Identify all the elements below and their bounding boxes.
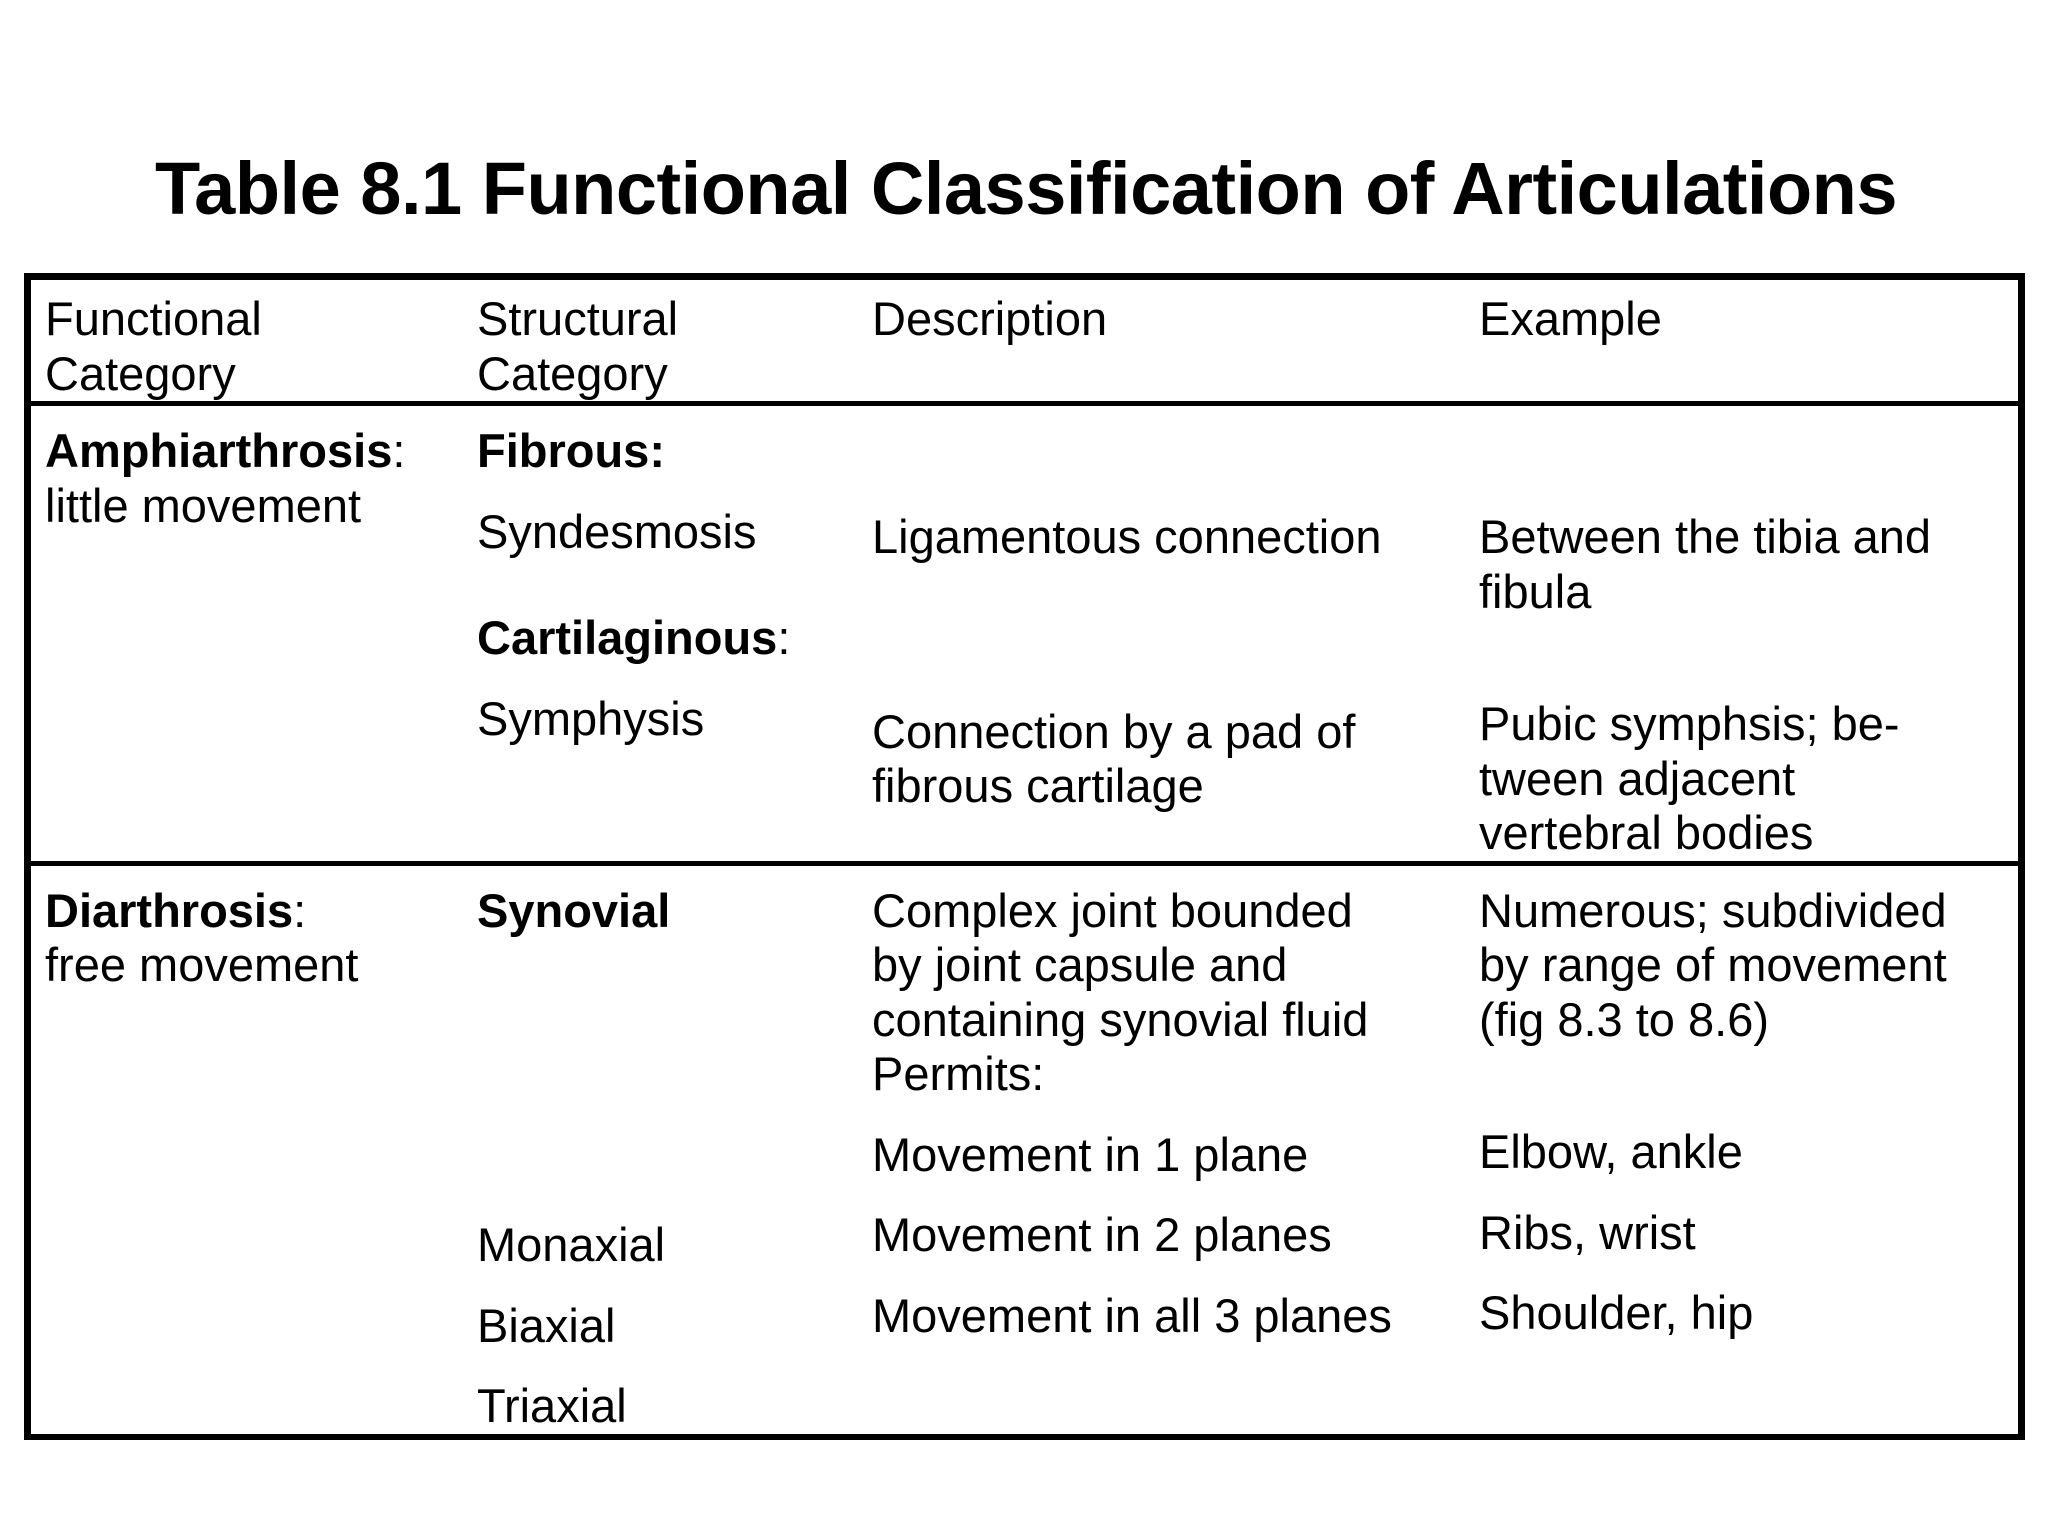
example-syndesmosis-line2: fibula: [1479, 564, 1592, 618]
header-functional-line2: Category: [45, 346, 236, 400]
description-movement-triaxial: Movement in all 3 planes: [872, 1288, 1392, 1342]
structural-group-cartilaginous-text: Cartilaginous: [477, 611, 778, 665]
example-biaxial-joints: Ribs, wrist: [1479, 1205, 1696, 1259]
spacer: [872, 1182, 1465, 1208]
example-synovial-line1: Numerous; subdivided: [1479, 883, 1947, 937]
structural-axis-biaxial: Biaxial: [477, 1298, 616, 1352]
structural-axis-triaxial: Triaxial: [477, 1379, 627, 1433]
cell-functional-amphiarthrosis: Amphiarthrosis: little movement: [31, 403, 463, 866]
structural-axis-monaxial: Monaxial: [477, 1218, 666, 1272]
header-cell-example: Example: [1465, 280, 2018, 407]
description-synovial-line1: Complex joint bounded: [872, 883, 1353, 937]
cell-functional-diarthrosis: Diarthrosis: free movement: [31, 863, 463, 1434]
example-syndesmosis-line1: Between the tibia and: [1479, 510, 1932, 564]
structural-group-fibrous-label: Fibrous:: [477, 424, 665, 478]
spacer: [1479, 1180, 2018, 1206]
header-structural-line1: Structural: [477, 292, 679, 345]
spacer: [477, 1353, 858, 1379]
table-row-diarthrosis: Diarthrosis: free movement Synovial Mona…: [31, 863, 2018, 1434]
header-cell-description: Description: [858, 280, 1465, 407]
spacer: [872, 565, 1465, 705]
example-synovial-line2: by range of movement: [1479, 938, 1947, 992]
spacer: [477, 1078, 858, 1218]
description-synovial-line2: by joint capsule and: [872, 938, 1288, 992]
spacer: [477, 559, 858, 611]
example-triaxial-joints: Shoulder, hip: [1479, 1286, 1754, 1340]
structural-item-syndesmosis: Syndesmosis: [477, 504, 757, 558]
header-cell-structural-category: Structural Category: [463, 280, 858, 407]
spacer: [477, 1273, 858, 1299]
classification-table-container: Functional Category Structural Category …: [24, 273, 2025, 1440]
functional-term-amphiarthrosis-colon: :: [392, 424, 406, 478]
spacer: [1479, 619, 2018, 697]
spacer: [1479, 1260, 2018, 1286]
spacer: [872, 1263, 1465, 1289]
description-movement-monaxial: Movement in 1 plane: [872, 1127, 1309, 1181]
description-synovial-line3: containing synovial fluid: [872, 992, 1369, 1046]
spacer: [477, 479, 858, 505]
structural-item-symphysis: Symphysis: [477, 691, 705, 745]
header-description: Description: [872, 292, 1108, 345]
header-cell-functional-category: Functional Category: [31, 280, 463, 407]
example-monaxial-joints: Elbow, ankle: [1479, 1125, 1743, 1179]
functional-term-amphiarthrosis: Amphiarthrosis:: [45, 424, 463, 479]
functional-term-diarthrosis: Diarthrosis:: [45, 884, 463, 939]
structural-group-cartilaginous-colon: :: [777, 611, 791, 665]
classification-table: Functional Category Structural Category …: [31, 280, 2018, 1434]
cell-description-diarthrosis: Complex joint bounded by joint capsule a…: [858, 863, 1465, 1434]
example-synovial-line3: (fig 8.3 to 8.6): [1479, 992, 1769, 1046]
example-symphysis-line2: tween adjacent: [1479, 751, 1796, 805]
table-row-amphiarthrosis: Amphiarthrosis: little movement Fibrous:…: [31, 403, 2018, 866]
page-title: Table 8.1 Functional Classification of A…: [154, 147, 1898, 230]
spacer: [1479, 1047, 2018, 1125]
functional-term-diarthrosis-text: Diarthrosis: [45, 883, 294, 937]
spacer: [872, 1102, 1465, 1128]
description-symphysis-line1: Connection by a pad of: [872, 704, 1356, 758]
spacer: [477, 666, 858, 692]
functional-term-diarthrosis-colon: :: [293, 883, 307, 937]
example-symphysis-line1: Pubic symphsis; be-: [1479, 697, 1900, 751]
spacer: [477, 938, 858, 1078]
description-permits-label: Permits:: [872, 1047, 1045, 1101]
table-header-row: Functional Category Structural Category …: [31, 280, 2018, 407]
cell-example-diarthrosis: Numerous; subdivided by range of movemen…: [1465, 863, 2018, 1434]
cell-example-amphiarthrosis: Between the tibia and fibula Pubic symph…: [1465, 403, 2018, 866]
cell-description-amphiarthrosis: Ligamentous connection Connection by a p…: [858, 403, 1465, 866]
description-ligamentous-connection: Ligamentous connection: [872, 510, 1382, 564]
cell-structural-diarthrosis: Synovial Monaxial Biaxial Triaxial: [463, 863, 858, 1434]
functional-desc-diarthrosis: free movement: [45, 938, 359, 992]
spacer: [872, 432, 1465, 510]
structural-group-cartilaginous-label: Cartilaginous:: [477, 611, 858, 666]
functional-term-amphiarthrosis-text: Amphiarthrosis: [45, 424, 393, 478]
description-movement-biaxial: Movement in 2 planes: [872, 1208, 1332, 1262]
functional-desc-amphiarthrosis: little movement: [45, 478, 362, 532]
header-functional-line1: Functional: [45, 292, 262, 345]
spacer: [1479, 432, 2018, 510]
header-example: Example: [1479, 292, 1662, 345]
structural-group-synovial-label: Synovial: [477, 883, 671, 937]
example-symphysis-line3: vertebral bodies: [1479, 806, 1814, 860]
header-structural-line2: Category: [477, 346, 668, 400]
cell-structural-amphiarthrosis: Fibrous: Syndesmosis Cartilaginous: Symp…: [463, 403, 858, 866]
description-symphysis-line2: fibrous cartilage: [872, 759, 1204, 813]
